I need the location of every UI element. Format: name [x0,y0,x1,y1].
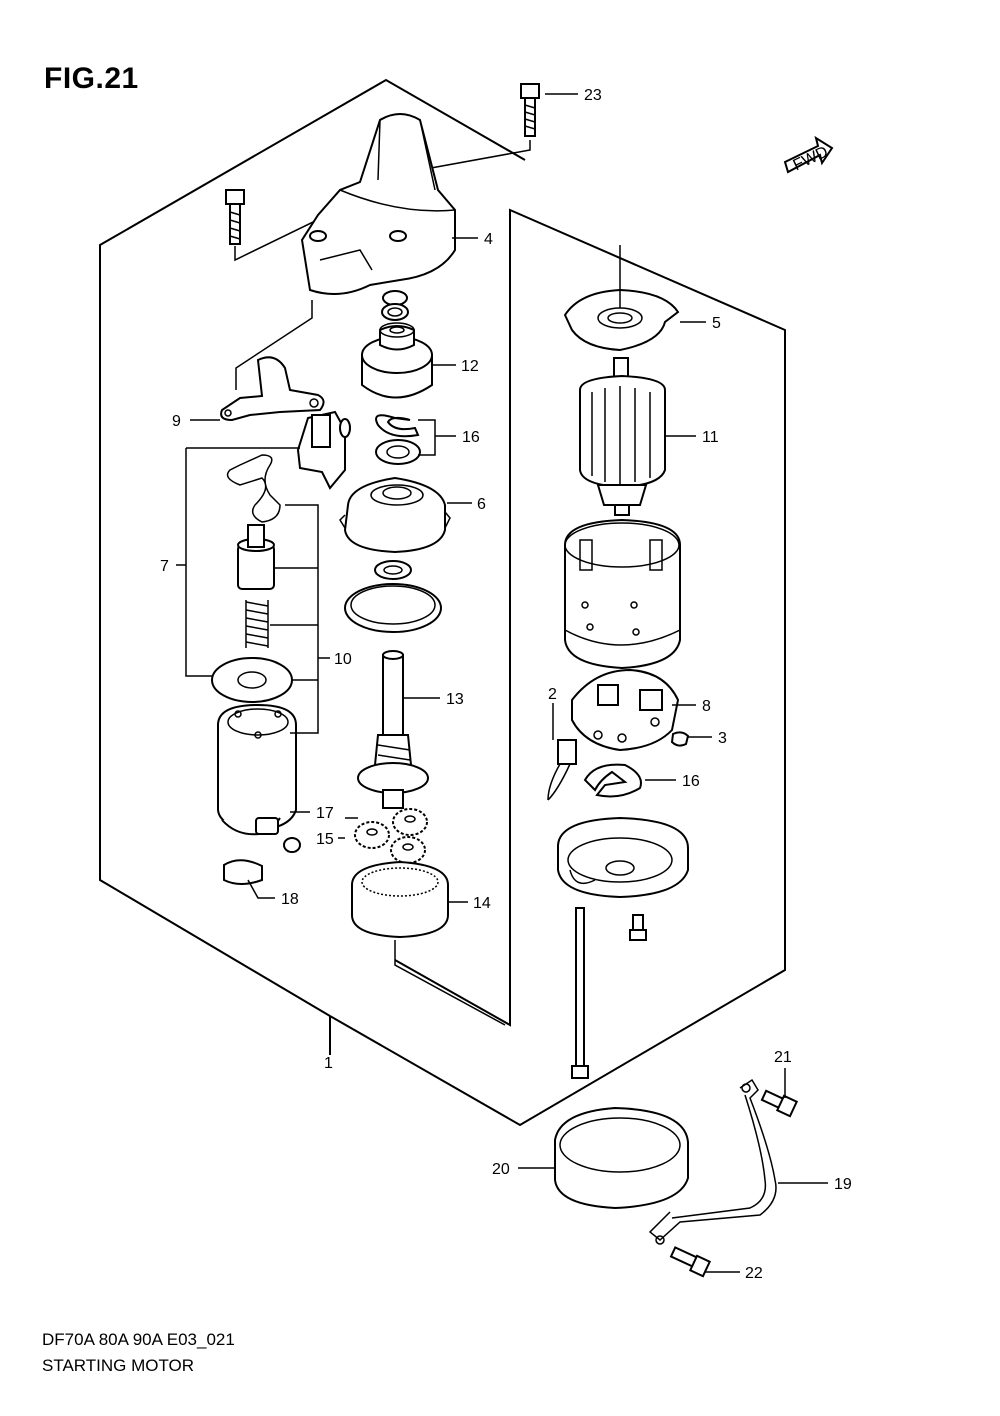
leader-lines [190,93,828,1273]
snap-ring-top [381,290,409,321]
callout-7: 7 [160,558,169,575]
washer-gasket [344,560,442,633]
armature-11 [579,357,666,516]
callout-8: 8 [702,698,711,715]
figure-name: STARTING MOTOR [42,1356,195,1375]
snap-ring-16 [375,414,421,465]
bolt-22 [669,1246,712,1278]
pinion-clutch-12 [361,322,433,399]
rubber-band-20 [554,1106,689,1210]
drive-shaft-13 [357,650,429,809]
model-code: DF70A 80A 90A E03_021 [42,1330,235,1349]
callout-20: 20 [492,1161,510,1178]
fwd-label: FWD [791,143,831,174]
assembly-frame [99,78,786,1127]
fwd-arrow-icon: FWD [783,135,834,174]
screw-small [629,914,647,941]
callout-1: 1 [324,1055,333,1072]
bracket-19 [648,1078,777,1245]
plunger-spring [245,600,269,648]
callout-3: 3 [718,730,727,747]
callout-15: 15 [316,831,334,848]
callout-16b: 16 [682,773,700,790]
internal-gear-14 [351,860,449,939]
callout-17: 17 [316,805,334,822]
brush-holder-8 [571,668,680,752]
callout-11: 11 [702,429,719,446]
bolt-left [225,189,245,245]
solenoid-gasket [211,657,293,703]
through-bolt [571,907,589,1079]
callout-14: 14 [473,895,491,912]
solenoid-body [217,703,297,836]
plunger [237,524,275,590]
callout-12: 12 [461,358,479,375]
callout-labels: 1 2 3 4 5 6 7 8 9 10 11 12 13 14 15 16 1… [160,87,852,1282]
callout-18: 18 [281,891,299,908]
callout-13: 13 [446,691,464,708]
nut-3 [670,731,690,747]
callout-10: 10 [334,651,352,668]
callout-23: 23 [584,87,602,104]
lead-wire-2 [547,739,577,801]
callout-22: 22 [745,1265,763,1282]
callout-9: 9 [172,413,181,430]
bolt-21 [760,1089,799,1118]
callout-2: 2 [548,686,557,703]
callout-6: 6 [477,496,486,513]
callout-21: 21 [774,1049,792,1066]
callout-4: 4 [484,231,493,248]
gear-bracket-6 [339,476,451,554]
washer-16b [583,763,642,798]
callout-19: 19 [834,1176,852,1193]
solenoid-cover [296,410,351,490]
shift-lever-9 [220,356,325,422]
solenoid-spring-wire [226,454,281,523]
front-housing-4 [300,113,456,295]
figure-title: FIG.21 [44,62,139,95]
bolt-23 [520,83,540,137]
callout-16a: 16 [462,429,480,446]
rear-end-frame [557,816,689,899]
yoke [564,518,681,670]
terminal-boot-18 [223,859,263,885]
planetary-gears-15 [354,808,428,864]
terminal-17 [255,817,301,853]
callout-5: 5 [712,315,721,332]
end-plate-5 [563,288,680,352]
